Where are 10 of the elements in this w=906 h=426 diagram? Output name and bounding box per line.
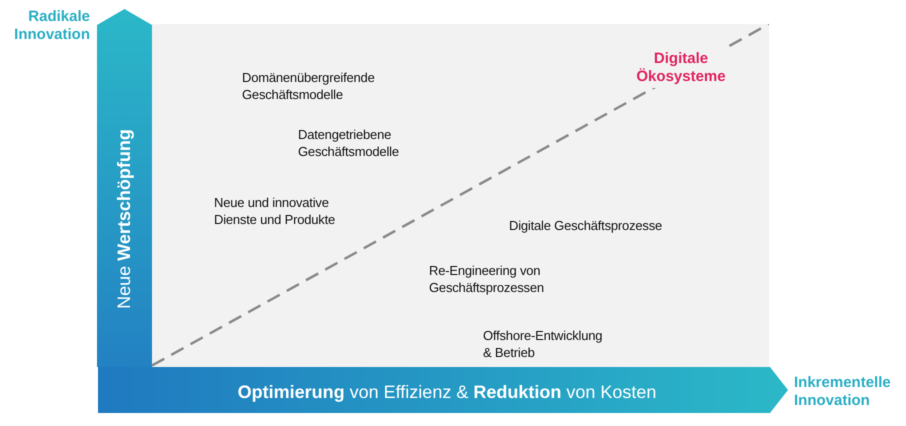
axis-title: Neue Wertschöpfung: [113, 129, 135, 309]
axis-title: Optimierung von Effizienz & Reduktion von Kosten: [238, 381, 656, 403]
category-label: Domänenübergreifende Geschäftsmodelle: [242, 69, 376, 103]
category-label: Datengetriebene Geschäftsmodelle: [298, 126, 400, 160]
category-label: Offshore-Entwicklung & Betrieb: [483, 327, 604, 361]
category-label: Re-Engineering von Geschäftsprozessen: [429, 262, 545, 296]
axis-end-label: Radikale Innovation: [13, 8, 90, 44]
category-label: Neue und innovative Dienste und Produkte: [214, 194, 336, 228]
category-label: Digitale Geschäftsprozesse: [509, 217, 662, 234]
axis-end-label: Inkrementelle Innovation: [794, 374, 892, 410]
